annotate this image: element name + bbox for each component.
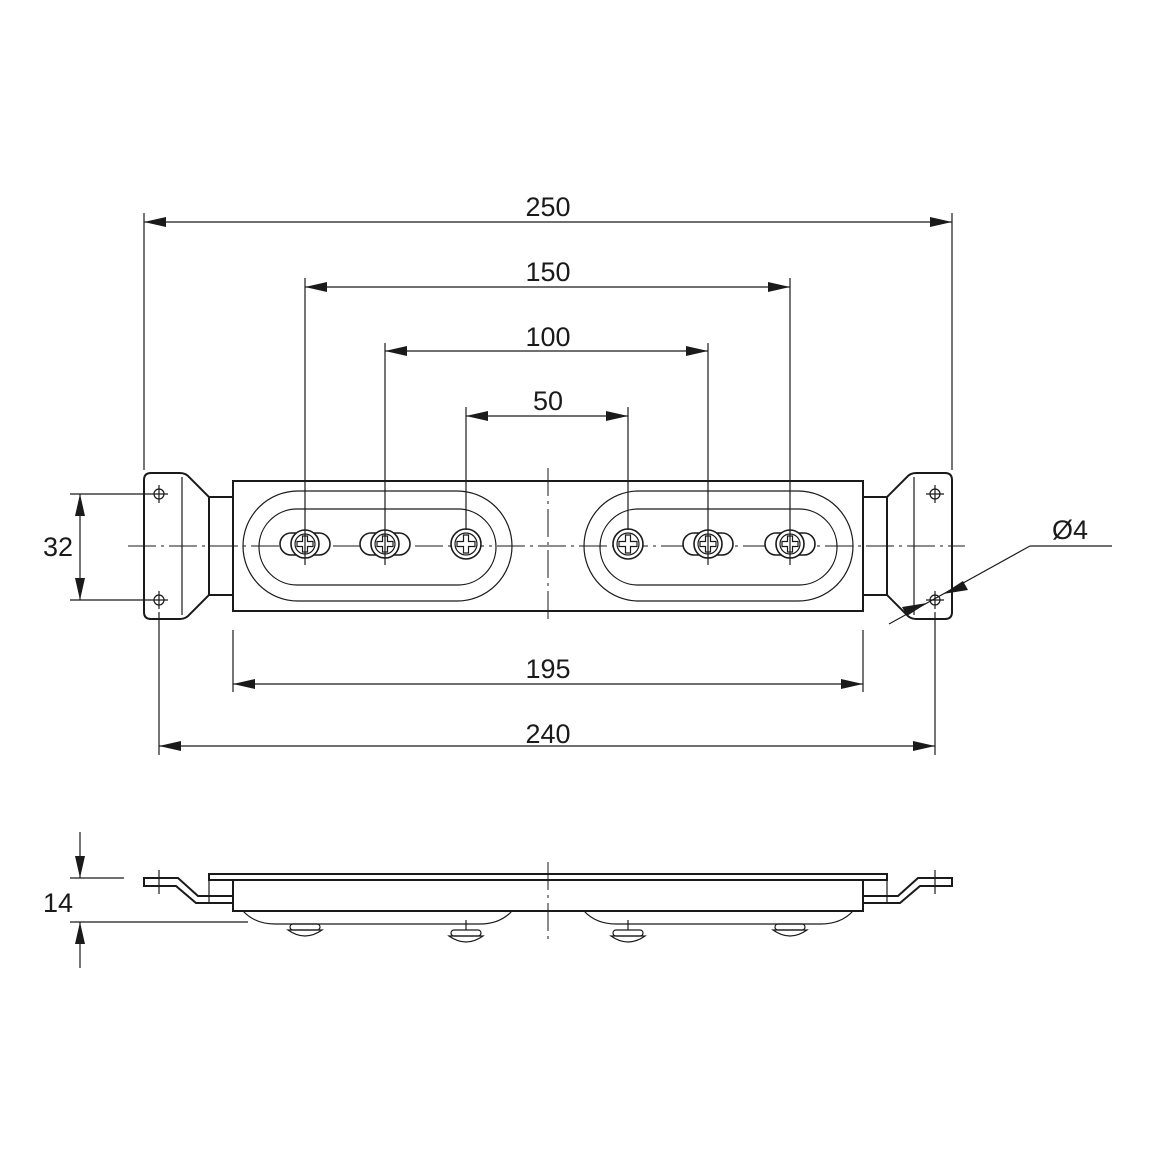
dim-label: 50 (533, 386, 563, 416)
screw-icon (612, 528, 644, 560)
right-slot (583, 490, 854, 602)
dim-14: 14 (43, 832, 248, 968)
dim-240: 240 (159, 719, 935, 751)
dim-100: 100 (385, 322, 708, 356)
screw-icon (287, 923, 323, 937)
dim-label: 100 (525, 322, 570, 352)
right-flange (862, 877, 953, 904)
dim-label: 195 (525, 654, 570, 684)
top-view: 250 150 100 50 195 (43, 192, 1112, 755)
dim-250: 250 (144, 192, 952, 227)
dim-label: 32 (43, 532, 73, 562)
screw-icon (610, 929, 646, 943)
screw-icon (450, 528, 482, 560)
main-plate (232, 480, 864, 612)
dim-195: 195 (233, 654, 863, 689)
right-bracket (862, 472, 953, 620)
left-slot (242, 490, 513, 602)
dim-label: Ø4 (1052, 515, 1088, 545)
screw-icon (448, 929, 484, 943)
left-flange (143, 877, 234, 904)
dim-label: 250 (525, 192, 570, 222)
dim-50: 50 (466, 386, 628, 421)
dim-label: 150 (525, 257, 570, 287)
dim-32: 32 (43, 494, 85, 600)
dim-hole-diameter: Ø4 (888, 515, 1112, 625)
dim-label: 14 (43, 888, 73, 918)
dim-label: 240 (525, 719, 570, 749)
screw-icon (772, 923, 808, 937)
side-plate (232, 879, 864, 912)
dim-150: 150 (305, 257, 790, 292)
side-view: 14 (43, 832, 953, 968)
